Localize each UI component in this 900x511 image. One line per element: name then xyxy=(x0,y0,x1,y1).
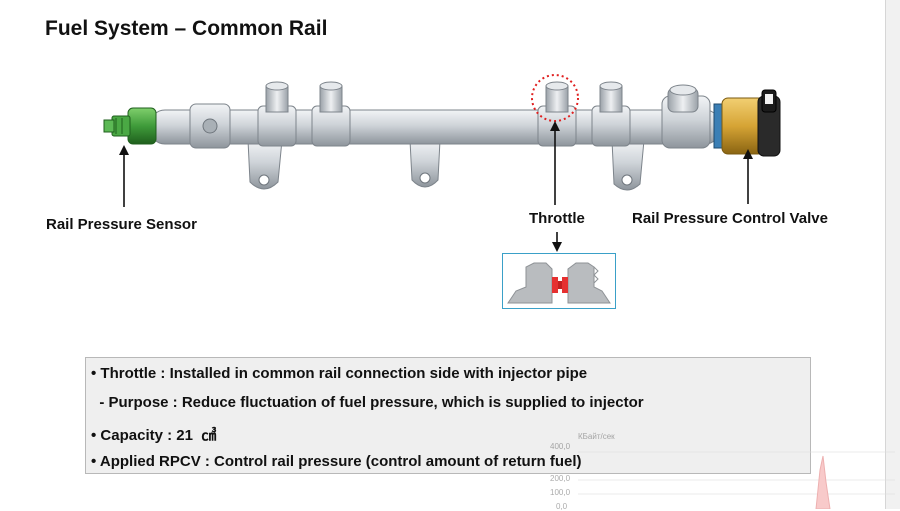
rail-pressure-control-valve-part xyxy=(713,89,781,157)
throughput-tick: 100,0 xyxy=(550,488,571,497)
throughput-unit-label: КБайт/сек xyxy=(578,432,615,441)
label-throttle: Throttle xyxy=(529,210,585,227)
pointer-arrow-sensor xyxy=(119,145,129,207)
note-purpose: - Purpose : Reduce fluctuation of fuel p… xyxy=(91,394,644,411)
window-edge xyxy=(885,0,900,509)
note-capacity: • Capacity : 21 ㎤ xyxy=(91,427,217,444)
injector-outlet-3 xyxy=(545,81,569,113)
throughput-tick: 0,0 xyxy=(556,502,568,511)
label-rail-pressure-control-valve: Rail Pressure Control Valve xyxy=(632,210,828,227)
pointer-arrow-throttle xyxy=(550,121,560,205)
notes-panel xyxy=(85,357,811,474)
common-rail-illustration xyxy=(103,74,781,252)
throughput-tick: 200,0 xyxy=(550,474,571,483)
note-applied-rpcv: • Applied RPCV : Control rail pressure (… xyxy=(91,453,582,470)
injector-outlet-1 xyxy=(265,81,289,113)
pointer-arrow-throttle-detail xyxy=(552,232,562,252)
rail-pressure-sensor-part xyxy=(103,107,157,145)
injector-outlet-2 xyxy=(319,81,343,113)
injector-outlet-4 xyxy=(599,81,623,113)
fuel-inlet-port xyxy=(667,84,699,113)
throughput-tick: 400,0 xyxy=(550,442,571,451)
slide-title: Fuel System – Common Rail xyxy=(45,17,328,40)
throttle-cross-section xyxy=(502,253,616,309)
label-rail-pressure-sensor: Rail Pressure Sensor xyxy=(46,216,197,233)
pointer-arrow-valve xyxy=(743,149,753,204)
rail-tube xyxy=(149,109,721,145)
slide: Fuel System – Common Rail xyxy=(45,17,828,474)
mounting-bracket-right xyxy=(611,139,645,191)
throughput-plot xyxy=(578,451,895,509)
background-throughput-widget: КБайт/сек 400,0 200,0 100,0 0,0 xyxy=(530,430,900,511)
mounting-bracket-middle xyxy=(409,139,441,188)
mounting-bracket-left xyxy=(247,139,283,190)
note-throttle: • Throttle : Installed in common rail co… xyxy=(91,365,588,382)
